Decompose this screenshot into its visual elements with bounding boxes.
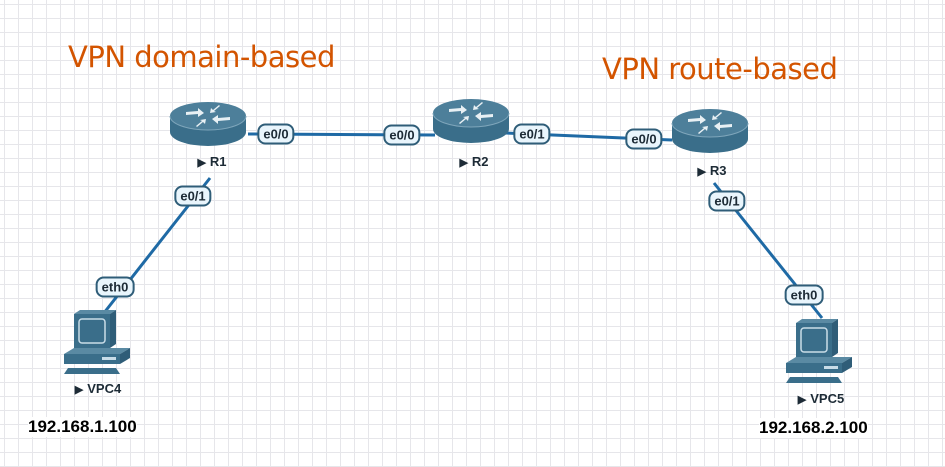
- interface-label-vpc4-eth0[interactable]: eth0: [95, 276, 135, 298]
- node-name: VPC4: [87, 381, 122, 396]
- interface-label-r3-e0-0[interactable]: e0/0: [625, 128, 663, 150]
- play-icon[interactable]: ▶: [797, 394, 807, 406]
- play-icon[interactable]: ▶: [197, 157, 206, 169]
- node-name: VPC5: [810, 391, 845, 406]
- router-r1-label[interactable]: ▶R1: [197, 154, 226, 169]
- interface-label-r1-e0-0[interactable]: e0/0: [257, 123, 295, 145]
- node-name: R2: [471, 154, 489, 169]
- router-r2-label[interactable]: ▶R2: [459, 154, 488, 169]
- vpc-vpc5[interactable]: [785, 318, 856, 390]
- play-icon[interactable]: ▶: [459, 157, 468, 169]
- play-icon[interactable]: ▶: [697, 166, 706, 178]
- vpc5-ip-address: 192.168.2.100: [759, 418, 868, 438]
- router-r2[interactable]: [431, 97, 511, 150]
- router-r1[interactable]: [168, 100, 248, 153]
- vpc-vpc4[interactable]: [63, 309, 134, 381]
- router-r3[interactable]: [670, 107, 750, 160]
- pc-icon: [63, 309, 131, 375]
- node-name: R3: [709, 163, 727, 178]
- router-icon: [671, 108, 749, 154]
- pc-icon: [785, 318, 853, 384]
- router-r3-label[interactable]: ▶R3: [697, 163, 726, 178]
- router-icon: [169, 101, 247, 147]
- title-vpn-route-based: VPN route-based: [602, 52, 838, 86]
- vpc5-label[interactable]: ▶VPC5: [798, 391, 844, 406]
- router-icon: [432, 98, 510, 144]
- vpc4-ip-address: 192.168.1.100: [28, 417, 137, 437]
- play-icon[interactable]: ▶: [74, 384, 84, 396]
- interface-label-r2-e0-0[interactable]: e0/0: [383, 124, 421, 146]
- interface-label-r1-e0-1[interactable]: e0/1: [174, 185, 212, 207]
- vpc4-label[interactable]: ▶VPC4: [75, 381, 121, 396]
- node-name: R1: [209, 154, 227, 169]
- interface-label-r3-e0-1[interactable]: e0/1: [708, 190, 746, 212]
- interface-label-r2-e0-1[interactable]: e0/1: [513, 123, 551, 145]
- title-vpn-domain-based: VPN domain-based: [68, 40, 335, 74]
- interface-label-vpc5-eth0[interactable]: eth0: [784, 284, 824, 306]
